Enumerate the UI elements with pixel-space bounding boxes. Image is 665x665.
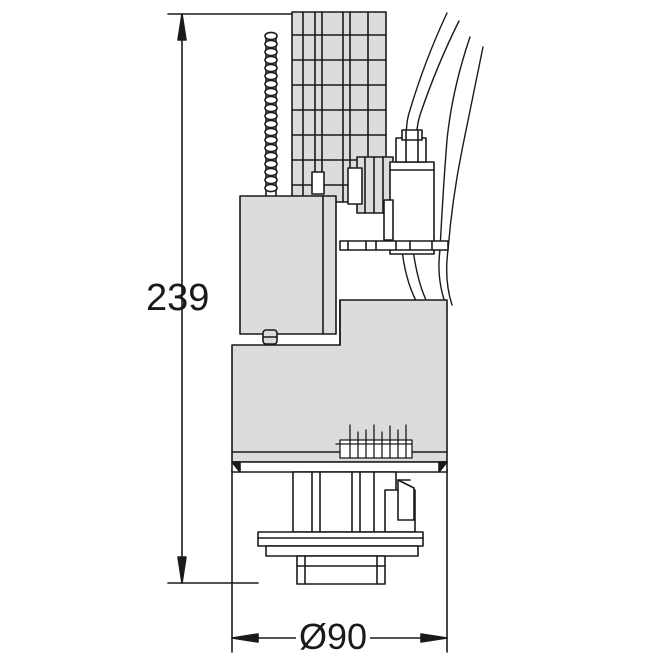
chain-bead [265,40,277,47]
diameter-dimension-label: Ø90 [296,619,371,655]
chain-bead [265,104,277,111]
valve-block [340,130,448,254]
height-dimension-label: 239 [146,277,210,319]
chain-bead [265,152,277,159]
chain-bead [265,160,277,167]
chain-bead [265,56,277,63]
chain-bead [265,176,277,183]
diameter-dimension-line [232,470,447,652]
lower-cage [293,472,415,532]
beaded-chain-rod [265,32,277,196]
float-box [240,196,336,344]
chain-bead [265,144,277,151]
chain-bead [265,136,277,143]
filter-comb [336,425,412,458]
chain-bead [265,80,277,87]
chain-bead [265,184,277,191]
chain-bead [265,128,277,135]
chain-bead [265,64,277,71]
chain-bead [265,96,277,103]
chain-bead [265,112,277,119]
chain-bead [265,88,277,95]
base-flange [258,532,423,584]
chain-bead [265,168,277,175]
height-dimension-line [168,14,292,583]
main-body [232,300,447,472]
chain-bead [265,120,277,127]
chain-bead [265,48,277,55]
chain-bead [265,72,277,79]
chain-bead [265,32,277,39]
